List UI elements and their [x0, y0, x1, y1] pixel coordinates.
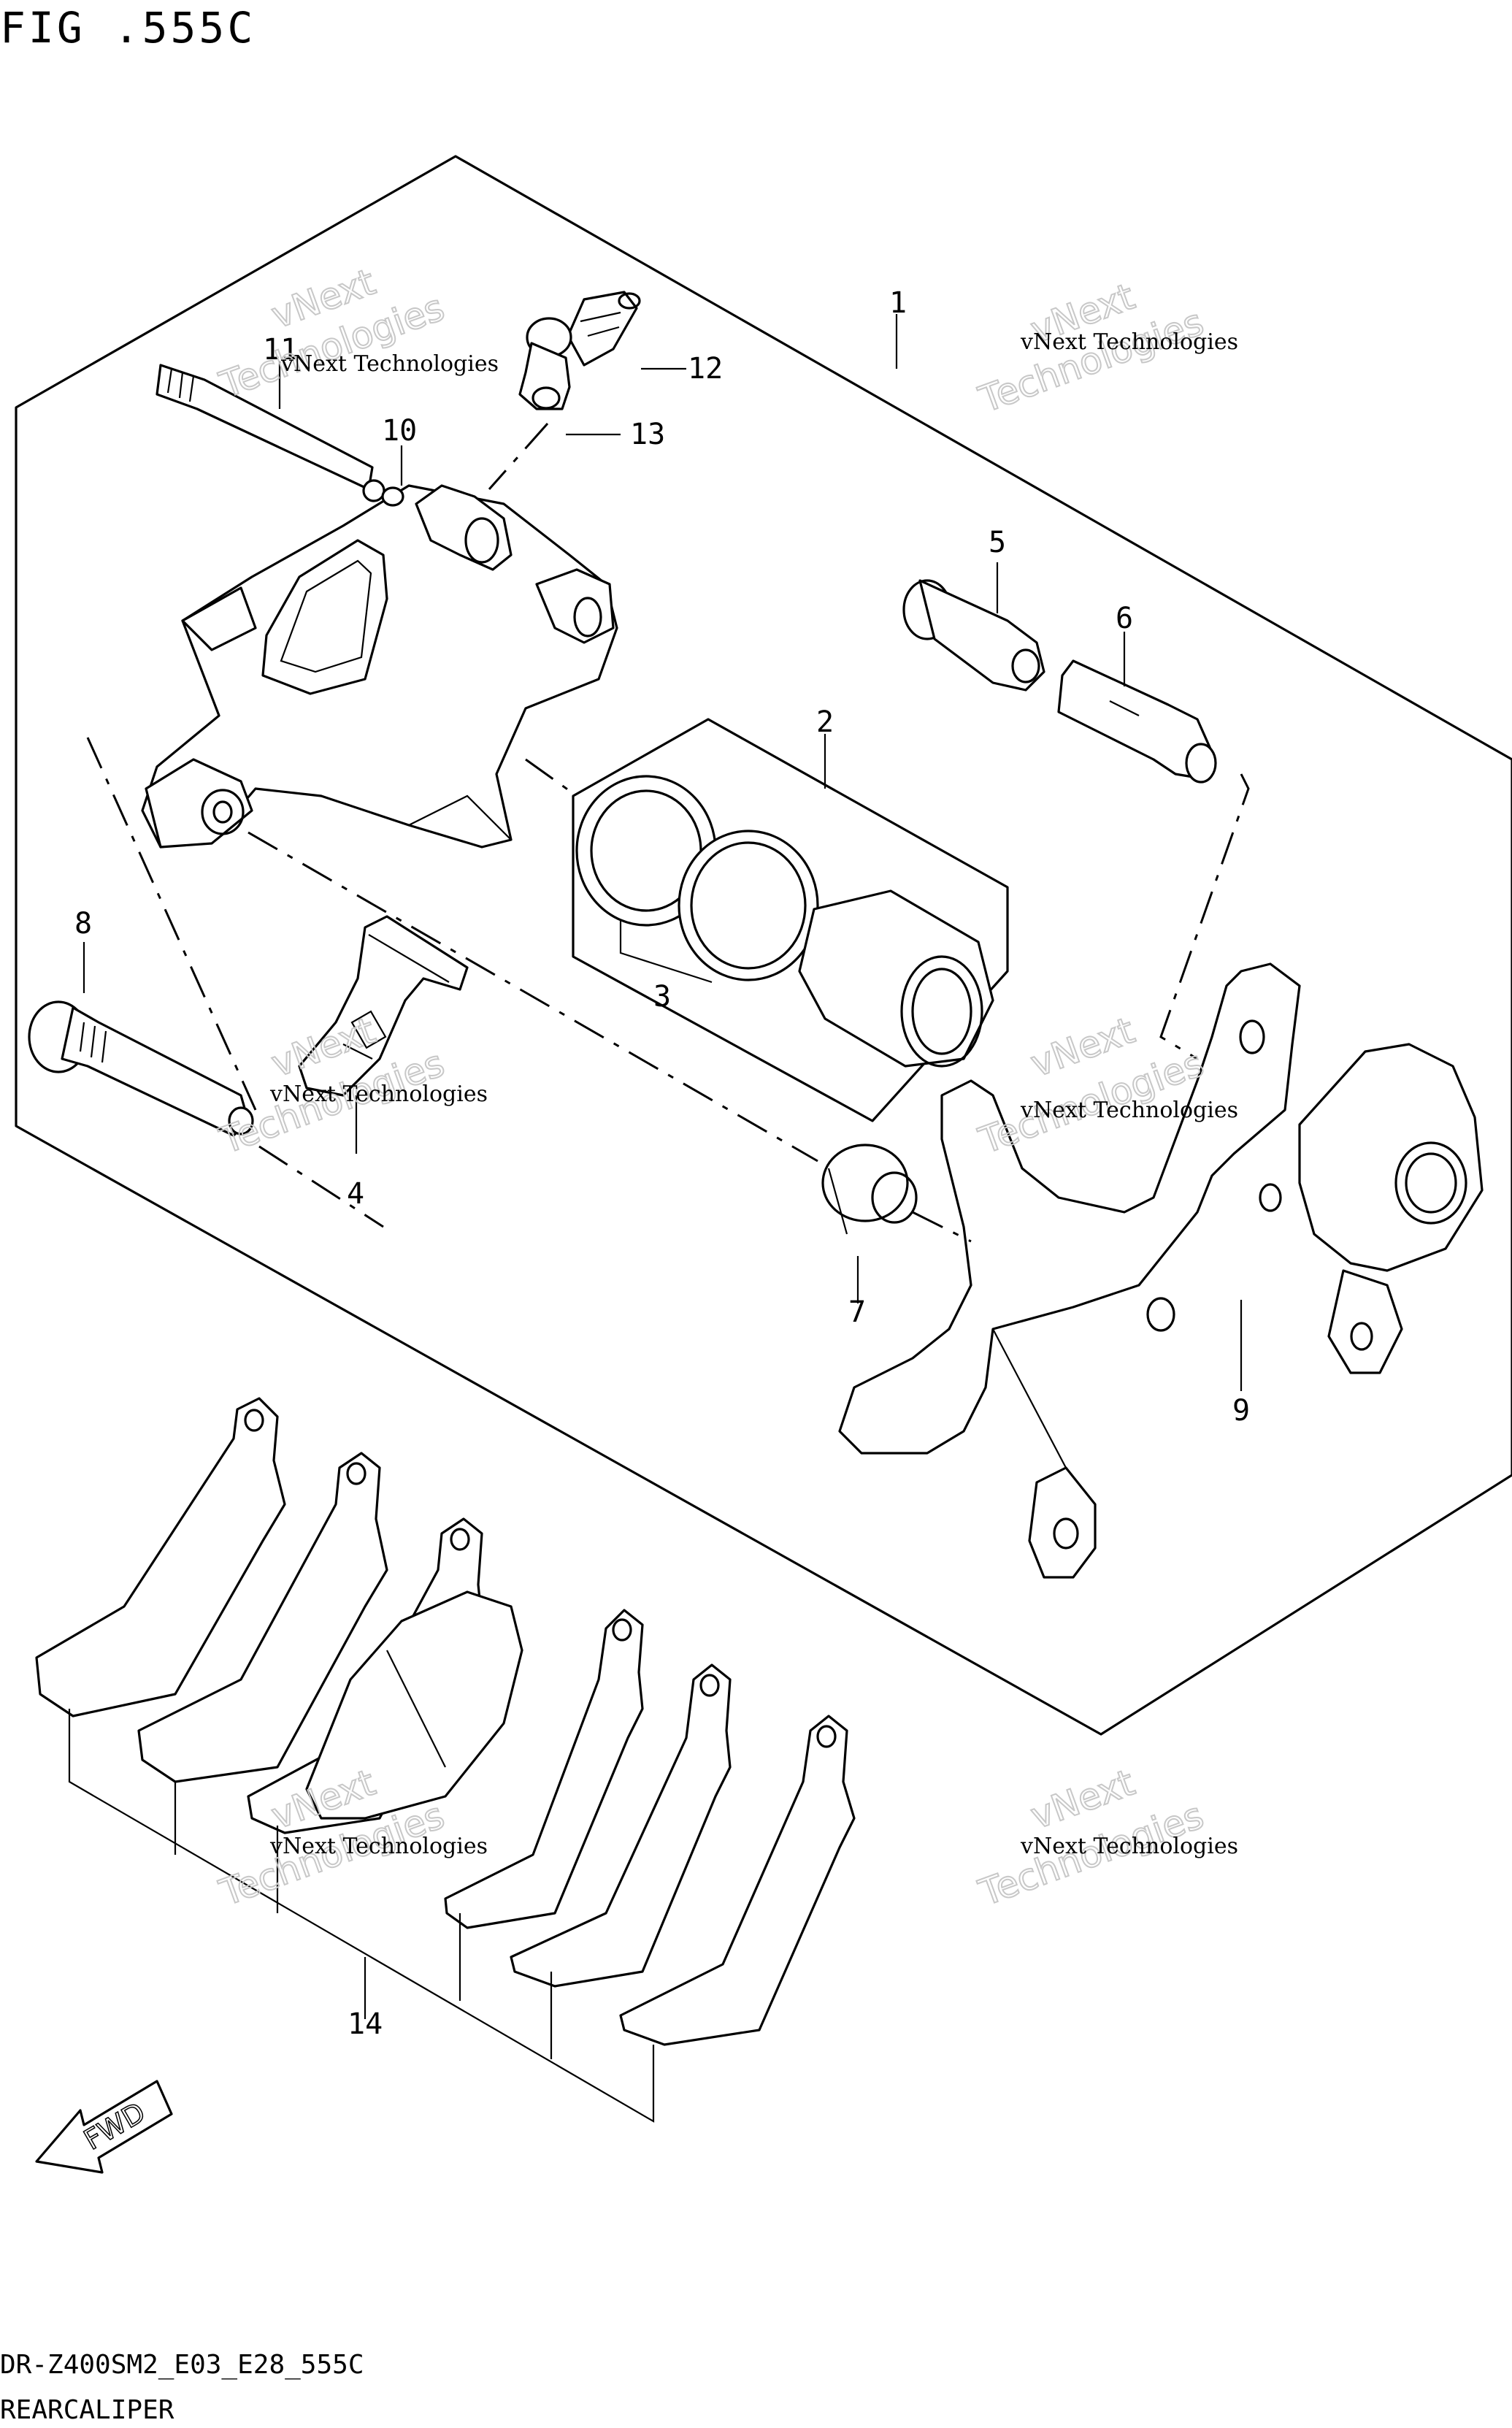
caliper-bracket [838, 962, 1484, 1579]
svg-text:vNext Technologies: vNext Technologies [1020, 1834, 1238, 1859]
svg-text:vNext Technologies: vNext Technologies [1020, 1098, 1238, 1123]
watermark-top-left: vNext Technologies vNext Technologies [213, 260, 499, 407]
watermark-bottom-right: vNext Technologies vNext Technologies [972, 1761, 1238, 1915]
pad-spring [298, 915, 469, 1097]
svg-text:vNext Technologies: vNext Technologies [269, 1081, 488, 1107]
callout-5: 5 [989, 526, 1006, 559]
watermark-mid-left: vNext Technologies vNext Technologies [213, 1008, 488, 1163]
forward-direction-badge: FWD [35, 2080, 173, 2174]
callout-7: 7 [848, 1295, 866, 1329]
assembly-lines [86, 423, 1250, 1243]
callout-4: 4 [347, 1177, 364, 1211]
section-title: REARCALIPER [0, 2395, 174, 2424]
svg-text:vNext Technologies: vNext Technologies [1020, 329, 1238, 355]
callout-13: 13 [630, 418, 665, 451]
figure-number: FIG .555C [0, 3, 256, 53]
callout-11: 11 [263, 333, 298, 367]
slide-pin-upper [156, 364, 385, 502]
leader-lines [82, 314, 1243, 2019]
brake-pad-set [35, 1397, 856, 2123]
diagram-code: DR-Z400SM2_E03_E28_555C [0, 2350, 364, 2380]
pin-bolt-5 [902, 579, 1045, 692]
assembly-boundary [15, 155, 1512, 1736]
slide-pin-6 [1057, 659, 1217, 784]
callout-6: 6 [1116, 602, 1133, 635]
callout-12: 12 [688, 352, 723, 386]
callout-8: 8 [74, 907, 92, 941]
svg-text:vNext Technologies: vNext Technologies [269, 1834, 488, 1859]
piston-seal-kit [572, 718, 1009, 1122]
callout-10: 10 [382, 414, 417, 448]
boot-7 [821, 1144, 918, 1235]
callout-14: 14 [348, 2007, 383, 2041]
slide-pin-lower [28, 1000, 254, 1137]
callout-9: 9 [1232, 1394, 1250, 1428]
bleeder-valve [567, 291, 641, 367]
svg-text:vNext Technologies: vNext Technologies [280, 351, 499, 377]
callout-3: 3 [653, 980, 671, 1014]
washer-10 [381, 486, 404, 507]
watermark-top-right: vNext Technologies vNext Technologies [972, 275, 1238, 422]
bleeder-cap [518, 317, 572, 410]
caliper-body [141, 484, 618, 849]
callout-2: 2 [816, 705, 834, 739]
callout-1: 1 [889, 286, 907, 320]
